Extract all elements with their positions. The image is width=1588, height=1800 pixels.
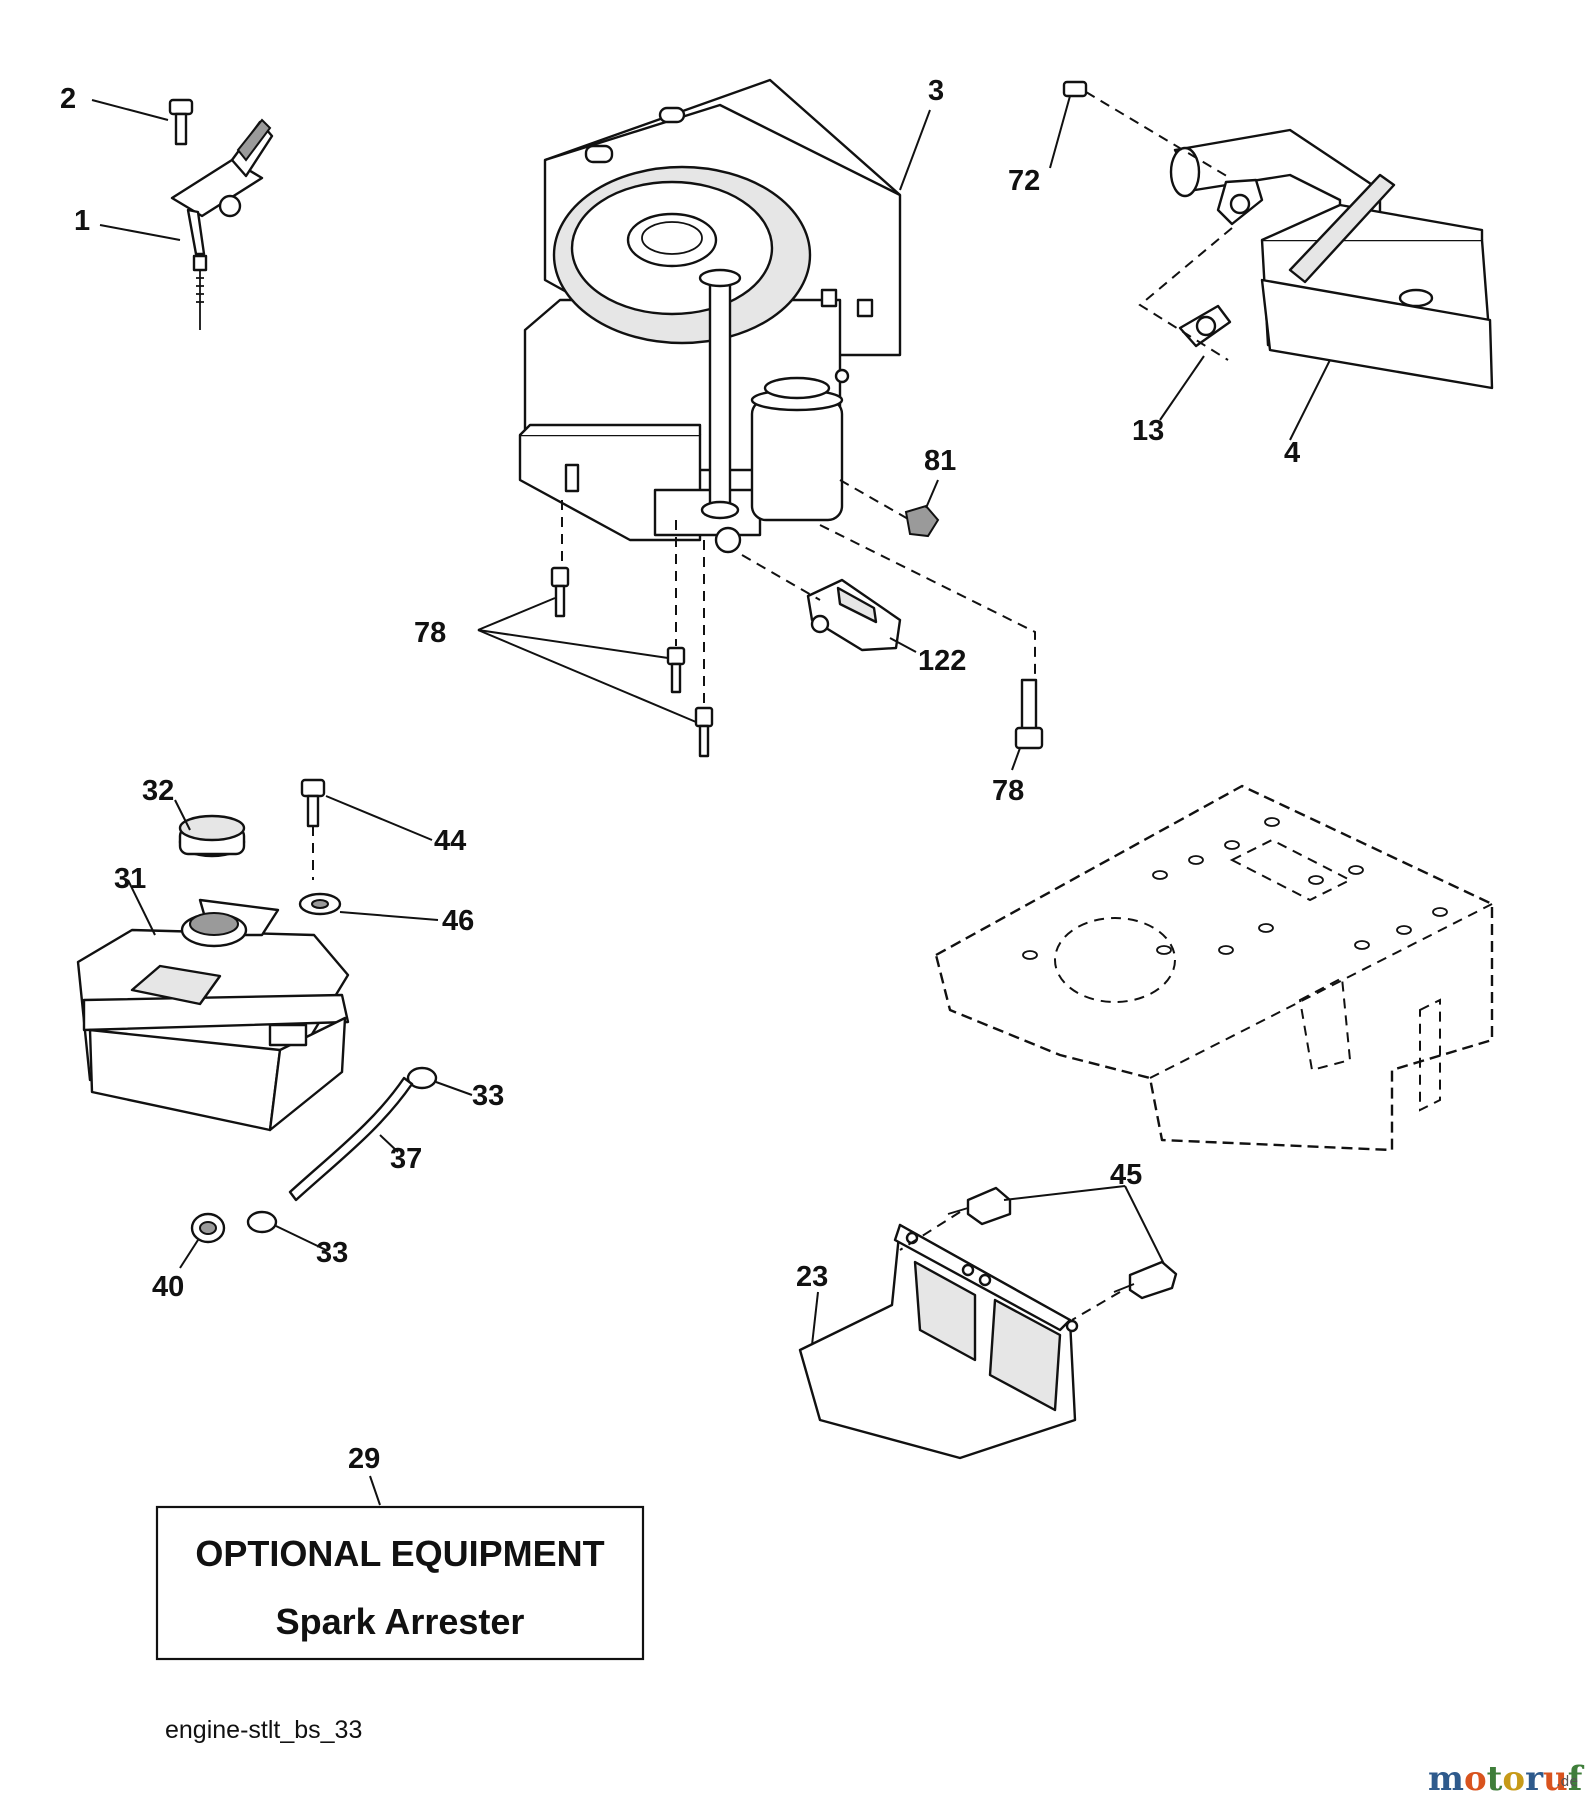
label-part-46: 46 xyxy=(442,905,474,937)
optional-equipment-title: OPTIONAL EQUIPMENT xyxy=(195,1533,604,1574)
label-part-44: 44 xyxy=(434,825,466,857)
label-part-32: 32 xyxy=(142,775,174,807)
label-part-4: 4 xyxy=(1284,437,1300,469)
spark-arrester-label: Spark Arrester xyxy=(276,1601,525,1642)
label-part-3: 3 xyxy=(928,75,944,107)
label-part-1: 1 xyxy=(74,205,90,237)
skid-plate-part xyxy=(798,1186,1178,1460)
engine-hardware xyxy=(550,504,1044,758)
label-part-33-a: 33 xyxy=(472,1080,504,1112)
label-part-72: 72 xyxy=(1008,165,1040,197)
leader-lines xyxy=(91,91,1331,1506)
watermark-tld: .de xyxy=(1556,1774,1578,1790)
label-part-31: 31 xyxy=(114,863,146,895)
label-part-122: 122 xyxy=(918,645,966,677)
label-part-81: 81 xyxy=(924,445,956,477)
engine-part xyxy=(518,78,902,554)
label-part-29: 29 xyxy=(348,1443,380,1475)
watermark-brand: motoruf xyxy=(1428,1759,1585,1799)
label-part-40: 40 xyxy=(152,1271,184,1303)
label-part-2: 2 xyxy=(60,83,76,115)
label-part-13: 13 xyxy=(1132,415,1164,447)
label-part-78-a: 78 xyxy=(414,617,446,649)
chassis-frame xyxy=(934,784,1494,1152)
muffler-part xyxy=(1062,80,1494,390)
fuel-tank-part xyxy=(76,778,438,1244)
throttle-bracket-part xyxy=(168,98,274,330)
label-part-45: 45 xyxy=(1110,1159,1142,1191)
optional-equipment-box: OPTIONAL EQUIPMENT Spark Arrester xyxy=(155,1505,645,1661)
motoruf-logo: motoruf .de xyxy=(1428,1759,1585,1799)
label-part-23: 23 xyxy=(796,1261,828,1293)
diagram-code: engine-stlt_bs_33 xyxy=(165,1716,362,1744)
label-part-37: 37 xyxy=(390,1143,422,1175)
label-part-33-b: 33 xyxy=(316,1237,348,1269)
label-part-78-b: 78 xyxy=(992,775,1024,807)
part-labels: 2 1 3 72 13 4 81 78 122 78 32 44 31 46 3… xyxy=(60,75,1300,1475)
